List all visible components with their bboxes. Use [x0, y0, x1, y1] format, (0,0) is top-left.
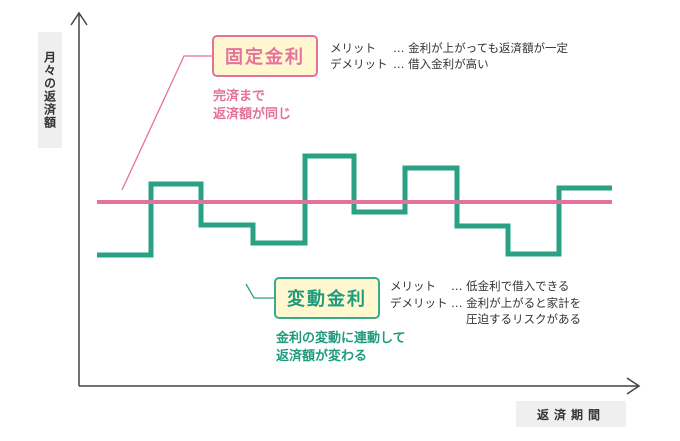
fixed-rate-sub-line1: 完済まで [213, 89, 266, 104]
x-axis-arrow [626, 377, 641, 395]
fixed-rate-demerit-text: … 借入金利が高い [393, 57, 489, 71]
variable-rate-title: 変動金利 [274, 277, 380, 319]
fixed-rate-sub-line2: 返済額が同じ [213, 107, 292, 122]
variable-rate-demerit-text-line2: 圧迫するリスクがある [466, 312, 581, 326]
variable-rate-pointer [245, 283, 274, 299]
variable-rate-merit-text: … 低金利で借入できる [451, 279, 570, 293]
variable-rate-merit-key: メリット [390, 279, 436, 293]
variable-rate-sub-line1: 金利の変動に連動して [276, 331, 406, 346]
y-axis-label: 月々の返済額 [38, 32, 62, 148]
fixed-rate-demerit-key: デメリット [330, 57, 388, 71]
fixed-rate-title: 固定金利 [212, 35, 318, 77]
x-axis-label: 返済期間 [516, 401, 626, 427]
variable-rate-sub-line2: 返済額が変わる [276, 349, 368, 364]
variable-rate-line [97, 153, 612, 258]
fixed-rate-merit-text: … 金利が上がっても返済額が一定 [393, 41, 569, 55]
fixed-rate-merit-key: メリット [330, 41, 376, 55]
fixed-rate-pointer [121, 55, 212, 191]
variable-rate-demerit-key: デメリット [390, 296, 448, 310]
variable-rate-demerit-text-line1: … 金利が上がると家計を [451, 296, 582, 310]
y-axis-arrow [70, 11, 88, 26]
